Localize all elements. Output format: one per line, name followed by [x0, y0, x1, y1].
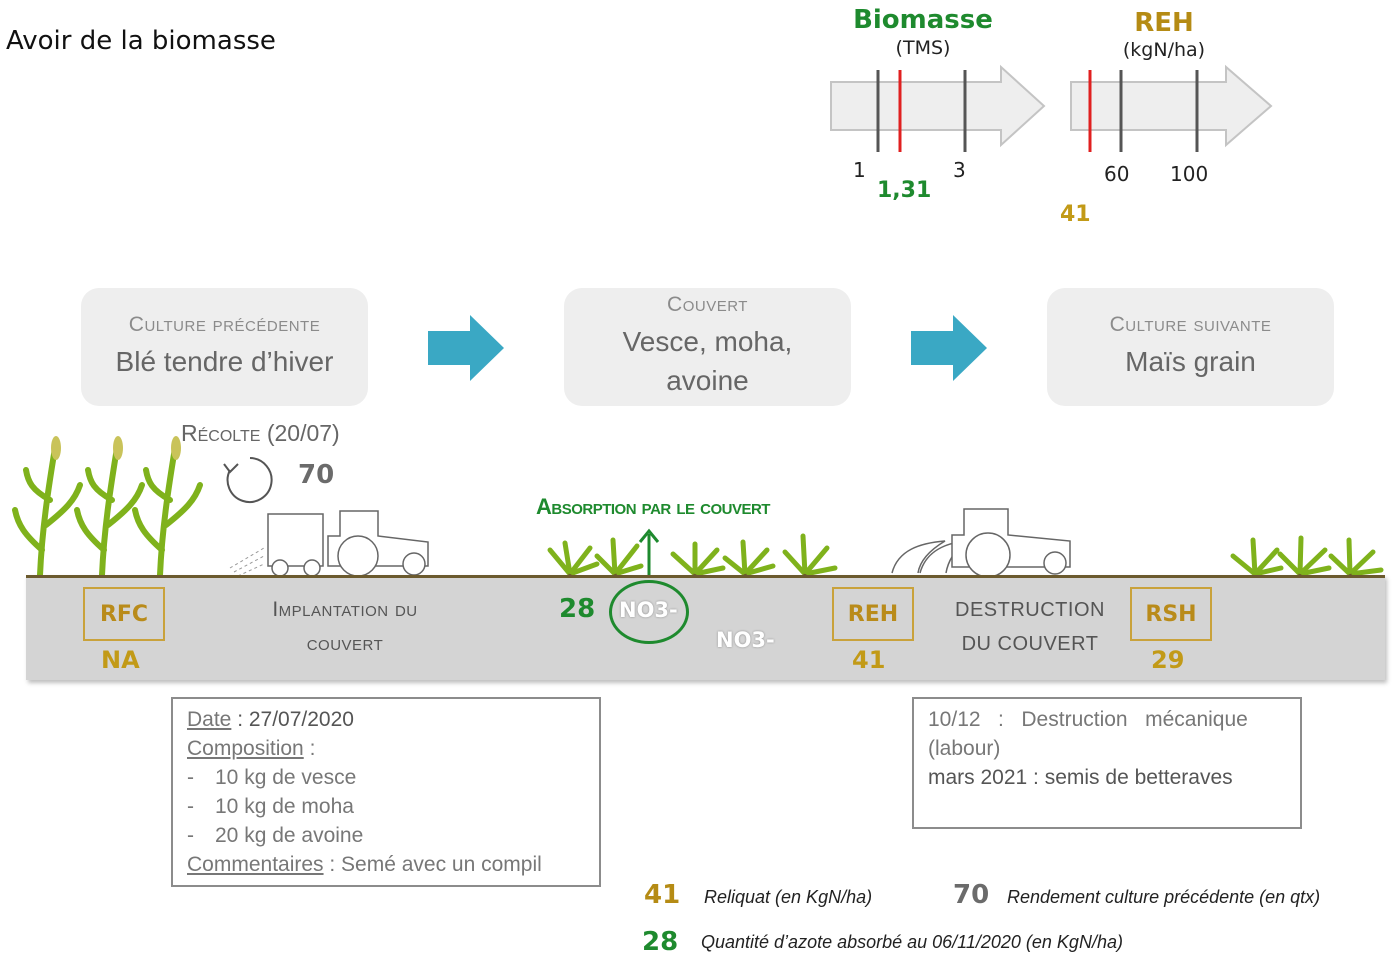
- legend-number-reliquat: 41: [644, 880, 681, 910]
- absorbed-nitrogen-value: 28: [559, 594, 596, 624]
- biomasse-unit: (TMS): [895, 37, 951, 59]
- flow-arrow-icon: [428, 315, 504, 381]
- biomasse-tick-label-1: 1: [853, 158, 866, 182]
- rfc-label: RFC: [99, 601, 149, 627]
- reh-label-box: REH: [832, 587, 914, 641]
- harvest-cycle-icon: [223, 457, 273, 503]
- reh-title: REH: [1134, 8, 1194, 38]
- implantation-line-1: Implantation du: [272, 598, 418, 621]
- rfc-value: NA: [101, 646, 140, 674]
- stage-heading: Culture précédente: [128, 312, 321, 336]
- biomasse-tick-label-3: 3: [953, 158, 966, 182]
- no3-highlight-circle: [609, 580, 689, 644]
- comment-label: Commentaires: [187, 853, 324, 876]
- legend-text-absorbed: Quantité d’azote absorbé au 06/11/2020 (…: [701, 932, 1123, 952]
- tractor-plough-icon: [891, 508, 1071, 578]
- legend-text-rendement: Rendement culture précédente (en qtx): [1007, 887, 1321, 907]
- stage-heading: Culture suivante: [1109, 312, 1272, 336]
- soil-band: [26, 575, 1385, 680]
- destruction-detail-line: 10/12 : Destruction mécanique: [928, 708, 1248, 731]
- page-heading: Avoir de la biomasse: [6, 26, 276, 56]
- legend-number-absorbed: 28: [642, 927, 679, 957]
- stage-value: Blé tendre d’hiver: [115, 345, 334, 377]
- stage-box-next-crop: Culture suivante Maïs grain: [1047, 288, 1334, 406]
- biomasse-value: 1,31: [877, 178, 932, 203]
- destruction-details-box: 10/12 : Destruction mécanique (labour) m…: [912, 697, 1302, 829]
- harvest-label: Récolte (20/07): [181, 420, 340, 446]
- tractor-seeder-icon: [229, 510, 429, 577]
- composition-item: -10 kg de moha: [187, 795, 354, 818]
- composition-row: Composition :: [187, 734, 599, 763]
- reh-ground-value: 41: [852, 646, 886, 674]
- implantation-label: Implantation du couvert: [230, 593, 460, 661]
- stage-box-cover: Couvert Vesce, moha, avoine: [564, 288, 851, 406]
- sowing-detail-line: mars 2021 : semis de betteraves: [928, 766, 1233, 789]
- date-value: : 27/07/2020: [231, 708, 354, 731]
- composition-item: -20 kg de avoine: [187, 824, 364, 847]
- biomasse-title: Biomasse: [853, 5, 993, 35]
- harvest-yield: 70: [298, 460, 335, 490]
- no3-label: NO3-: [716, 628, 775, 652]
- no3-circled-label: NO3-: [619, 598, 678, 622]
- comment-row: Commentaires : Semé avec un compil: [187, 850, 599, 879]
- stage-box-previous-crop: Culture précédente Blé tendre d’hiver: [81, 288, 368, 406]
- date-label: Date: [187, 708, 232, 731]
- composition-label: Composition: [187, 737, 304, 760]
- legend-text-reliquat: Reliquat (en KgN/ha): [704, 887, 873, 907]
- stage-heading: Couvert: [667, 293, 748, 317]
- crop-plants-right-illustration: [1230, 535, 1384, 601]
- biomasse-gauge-arrow: [830, 64, 1046, 152]
- destruction-label: DESTRUCTION DU COUVERT: [925, 593, 1135, 661]
- reh-ground-label: REH: [847, 601, 899, 627]
- rsh-label-box: RSH: [1130, 587, 1212, 641]
- destruction-line-2: DU COUVERT: [961, 633, 1099, 655]
- implantation-details-box: Date : 27/07/2020 Composition : -10 kg d…: [171, 697, 601, 887]
- up-arrow-icon: [638, 528, 660, 576]
- implantation-line-2: couvert: [306, 632, 384, 655]
- destruction-detail-line: (labour): [928, 737, 1001, 760]
- flow-arrow-icon: [911, 315, 987, 381]
- legend-number-rendement: 70: [953, 880, 990, 910]
- rsh-label: RSH: [1145, 601, 1197, 627]
- rfc-label-box: RFC: [83, 587, 165, 641]
- reh-unit: (kgN/ha): [1122, 39, 1206, 61]
- rsh-value: 29: [1151, 646, 1185, 674]
- composition-suffix: :: [303, 737, 316, 760]
- reh-tick-label-100: 100: [1170, 162, 1209, 186]
- destruction-line-1: DESTRUCTION: [955, 599, 1105, 621]
- composition-item: -10 kg de vesce: [187, 766, 357, 789]
- comment-value: : Semé avec un compil: [323, 853, 542, 876]
- stage-value: Maïs grain: [1125, 345, 1256, 377]
- stage-value: Vesce, moha, avoine: [622, 326, 793, 396]
- corn-plants-illustration: [12, 436, 203, 578]
- date-row: Date : 27/07/2020: [187, 705, 599, 734]
- absorption-label: Absorption par le couvert: [536, 494, 770, 519]
- reh-gauge-arrow: [1070, 64, 1273, 152]
- reh-value: 41: [1060, 202, 1091, 227]
- reh-tick-label-60: 60: [1104, 162, 1130, 186]
